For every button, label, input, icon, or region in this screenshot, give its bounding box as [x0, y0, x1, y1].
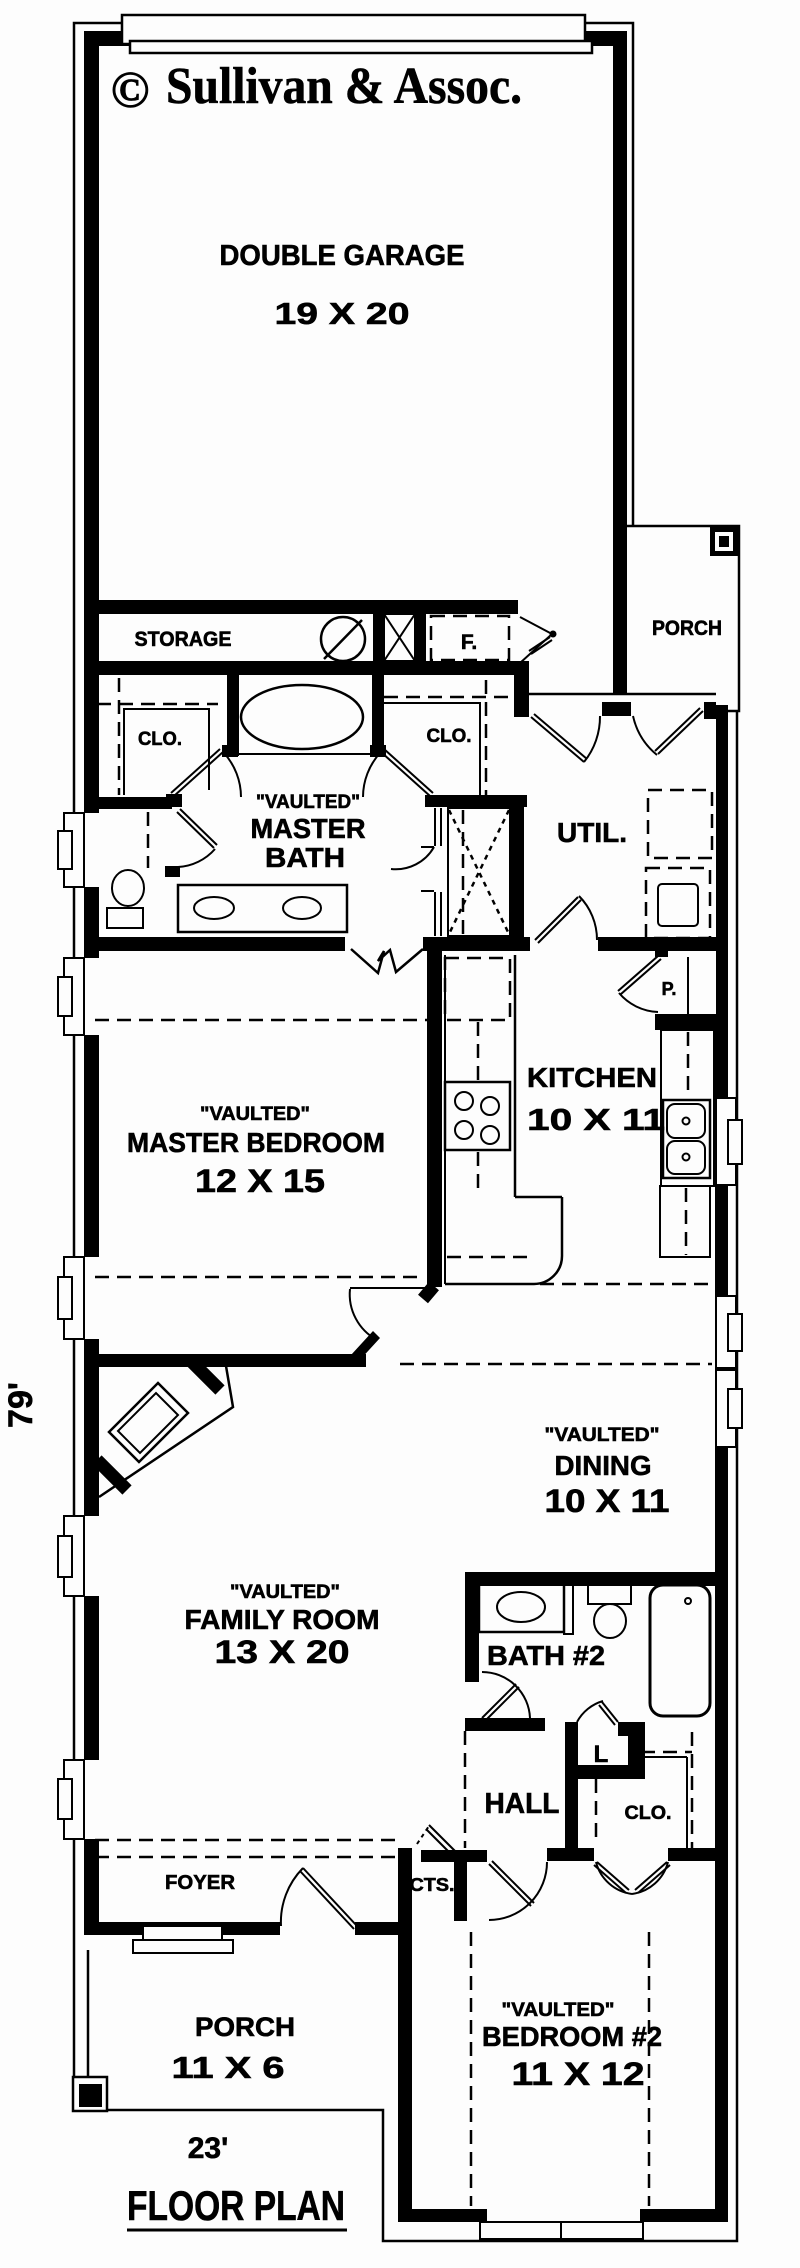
svg-text:UTIL.: UTIL.	[557, 817, 627, 848]
svg-text:"VAULTED": "VAULTED"	[545, 1425, 660, 1446]
svg-text:10 X 11: 10 X 11	[545, 1483, 670, 1519]
svg-text:"VAULTED": "VAULTED"	[256, 792, 360, 813]
svg-text:11 X 12: 11 X 12	[512, 2056, 645, 2092]
svg-text:"VAULTED": "VAULTED"	[230, 1582, 340, 1603]
svg-text:CTS.: CTS.	[410, 1875, 455, 1895]
svg-text:79': 79'	[2, 1382, 40, 1428]
svg-text:Sullivan & Assoc.: Sullivan & Assoc.	[166, 58, 522, 115]
svg-text:F.: F.	[461, 631, 477, 654]
svg-text:BATH #2: BATH #2	[487, 1640, 605, 1671]
svg-text:MASTER BEDROOM: MASTER BEDROOM	[127, 1127, 385, 1158]
svg-text:12 X 15: 12 X 15	[195, 1163, 325, 1199]
svg-text:11 X 6: 11 X 6	[172, 2050, 285, 2085]
svg-text:BEDROOM #2: BEDROOM #2	[482, 2021, 662, 2052]
svg-text:CLO.: CLO.	[427, 726, 472, 747]
svg-text:19 X 20: 19 X 20	[275, 296, 410, 331]
svg-text:MASTER: MASTER	[251, 813, 366, 844]
svg-text:PORCH: PORCH	[195, 2012, 295, 2042]
svg-text:FOYER: FOYER	[165, 1872, 236, 1894]
svg-text:DINING: DINING	[555, 1450, 652, 1481]
svg-text:FAMILY ROOM: FAMILY ROOM	[185, 1604, 380, 1635]
svg-text:HALL: HALL	[485, 1788, 560, 1820]
svg-text:"VAULTED": "VAULTED"	[200, 1104, 310, 1125]
svg-text:PORCH: PORCH	[652, 617, 722, 640]
svg-text:STORAGE: STORAGE	[135, 628, 232, 651]
svg-text:L: L	[594, 1741, 609, 1768]
svg-text:CLO.: CLO.	[138, 729, 182, 750]
svg-text:P.: P.	[662, 979, 677, 999]
svg-text:10 X 11: 10 X 11	[527, 1102, 665, 1137]
svg-text:23': 23'	[188, 2132, 229, 2165]
svg-text:"VAULTED": "VAULTED"	[502, 2000, 615, 2021]
svg-text:DOUBLE GARAGE: DOUBLE GARAGE	[220, 240, 465, 272]
svg-text:©: ©	[111, 62, 150, 119]
svg-text:CLO.: CLO.	[625, 1803, 672, 1824]
svg-text:BATH: BATH	[265, 842, 345, 873]
svg-text:13 X 20: 13 X 20	[215, 1634, 350, 1670]
svg-text:FLOOR PLAN: FLOOR PLAN	[127, 2182, 345, 2229]
svg-text:KITCHEN: KITCHEN	[527, 1062, 657, 1093]
